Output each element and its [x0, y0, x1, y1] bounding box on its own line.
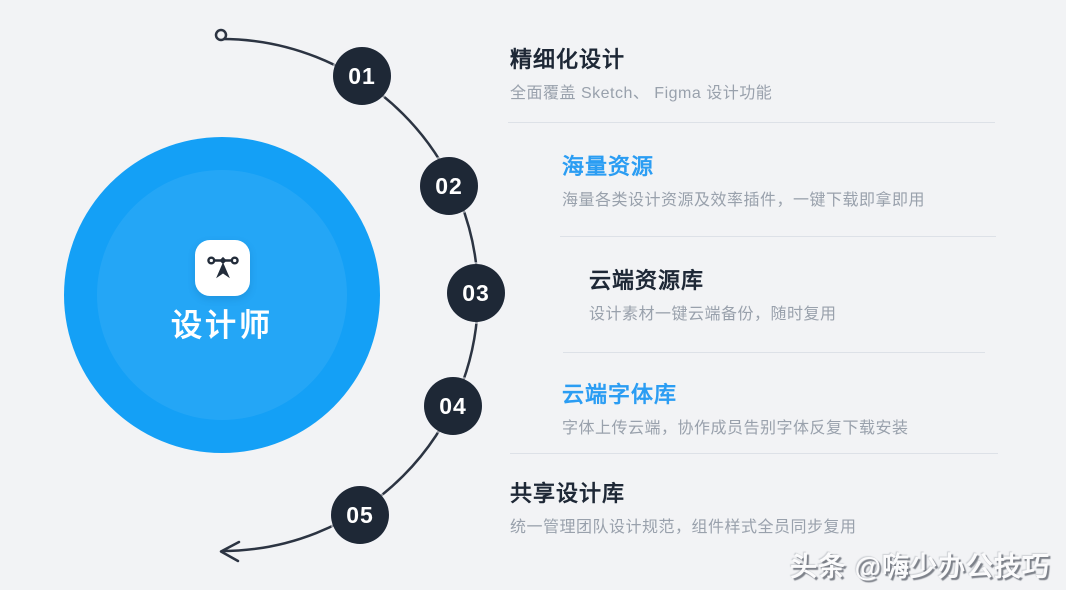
- step-subtitle: 全面覆盖 Sketch、 Figma 设计功能: [510, 85, 773, 102]
- step-title: 海量资源: [562, 154, 655, 179]
- designer-label: 设计师: [171, 308, 273, 343]
- step-section-5: 共享设计库 统一管理团队设计规范，组件样式全员同步复用: [510, 480, 857, 539]
- divider: [560, 236, 996, 237]
- step-title: 云端资源库: [589, 268, 705, 293]
- divider: [563, 352, 985, 353]
- watermark: 头条 @嗨少办公技巧: [790, 552, 1050, 582]
- step-badge-3: 03: [447, 264, 505, 322]
- divider: [510, 453, 998, 454]
- divider: [508, 122, 995, 123]
- step-badge-5: 05: [331, 486, 389, 544]
- step-badge-1: 01: [333, 47, 391, 105]
- step-title: 云端字体库: [562, 382, 678, 407]
- step-badge-2: 02: [420, 157, 478, 215]
- step-subtitle: 海量各类设计资源及效率插件，一键下载即拿即用: [562, 192, 926, 209]
- step-title: 精细化设计: [510, 47, 626, 72]
- step-subtitle: 字体上传云端，协作成员告别字体反复下载安装: [562, 420, 909, 437]
- step-section-3: 云端资源库 设计素材一键云端备份，随时复用: [589, 267, 837, 326]
- arc-start-ring-icon: [214, 28, 228, 42]
- step-title: 共享设计库: [510, 481, 626, 506]
- step-badge-4: 04: [424, 377, 482, 435]
- step-section-1: 精细化设计 全面覆盖 Sketch、 Figma 设计功能: [510, 46, 772, 105]
- step-section-4: 云端字体库 字体上传云端，协作成员告别字体反复下载安装: [562, 381, 909, 440]
- step-subtitle: 设计素材一键云端备份，随时复用: [589, 306, 837, 323]
- step-subtitle: 统一管理团队设计规范，组件样式全员同步复用: [510, 519, 857, 536]
- step-section-2: 海量资源 海量各类设计资源及效率插件，一键下载即拿即用: [562, 153, 925, 212]
- designer-icon-box: [195, 240, 250, 296]
- arc-end-arrow-icon: [219, 540, 241, 563]
- vector-pen-tool-icon: [206, 256, 239, 279]
